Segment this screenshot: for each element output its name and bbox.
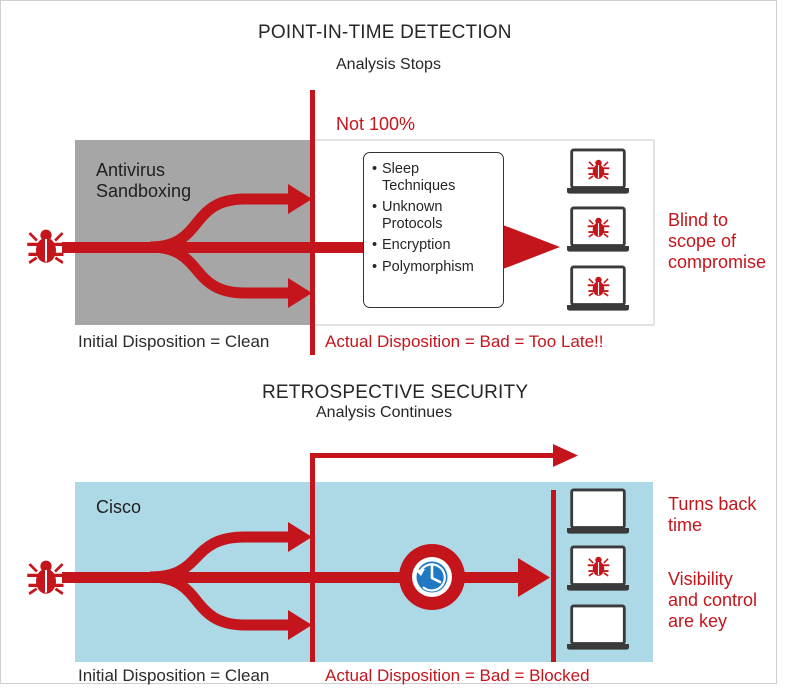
laptop-icon xyxy=(567,488,629,536)
zone-label-line: Antivirus xyxy=(96,160,166,180)
technique-text: Unknown Protocols xyxy=(382,199,443,232)
technique-item: •Encryption xyxy=(372,237,451,253)
bottom-subtitle: Analysis Continues xyxy=(316,404,453,421)
side-label-line: scope of xyxy=(668,231,737,251)
side-label-line: and control xyxy=(668,590,758,610)
side-label-line: compromise xyxy=(668,252,767,272)
technique-text: Encryption xyxy=(382,237,451,253)
analysis-stops-line xyxy=(310,90,315,355)
actual-disposition: Actual Disposition = Bad = Too Late!! xyxy=(325,332,604,351)
not-100-label: Not 100% xyxy=(336,114,416,134)
zone-label: Antivirus Sandboxing xyxy=(96,160,191,202)
side-label-line: are key xyxy=(668,611,728,631)
block-line xyxy=(551,490,556,662)
side-label-line: Blind to xyxy=(668,210,729,230)
technique-item: •Sleep Techniques xyxy=(372,161,456,194)
threat-stream xyxy=(62,242,505,253)
side-label-line: Turns back xyxy=(668,494,757,514)
blind-scope-label: Blind to scope of compromise xyxy=(668,210,766,273)
bottom-title: RETROSPECTIVE SECURITY xyxy=(262,382,529,403)
cisco-label: Cisco xyxy=(96,497,142,517)
initial-disposition: Initial Disposition = Clean xyxy=(78,666,270,685)
top-title: POINT-IN-TIME DETECTION xyxy=(258,22,512,43)
stream-arrowhead xyxy=(518,558,550,597)
side-label-line: Visibility xyxy=(668,569,733,589)
analysis-continues-line xyxy=(310,453,555,662)
technique-item: •Unknown Protocols xyxy=(372,199,497,232)
lower-branch xyxy=(149,571,290,631)
side-label-line: time xyxy=(668,515,703,535)
lower-branch xyxy=(149,241,290,299)
diagram-frame xyxy=(0,0,777,684)
laptop-icon xyxy=(567,604,629,652)
technique-item: •Polymorphism xyxy=(372,258,474,275)
zone-label-line: Sandboxing xyxy=(96,181,192,201)
bug-icon xyxy=(27,229,65,264)
technique-text: Polymorphism xyxy=(382,258,474,275)
threat-stream xyxy=(62,572,520,583)
turns-back-time-label: Turns back time xyxy=(668,494,756,536)
actual-disposition: Actual Disposition = Bad = Blocked xyxy=(325,666,590,685)
retrospective-clock-icon xyxy=(399,544,465,610)
top-subtitle: Analysis Stops xyxy=(336,56,441,73)
stream-arrowhead xyxy=(503,225,560,269)
visibility-control-label: Visibility and control are key xyxy=(668,569,757,632)
evasion-techniques-box: •Sleep Techniques •Unknown Protocols •En… xyxy=(363,152,504,308)
initial-disposition: Initial Disposition = Clean xyxy=(78,332,270,351)
bug-icon xyxy=(27,560,65,595)
technique-text: Sleep Techniques xyxy=(382,161,456,194)
